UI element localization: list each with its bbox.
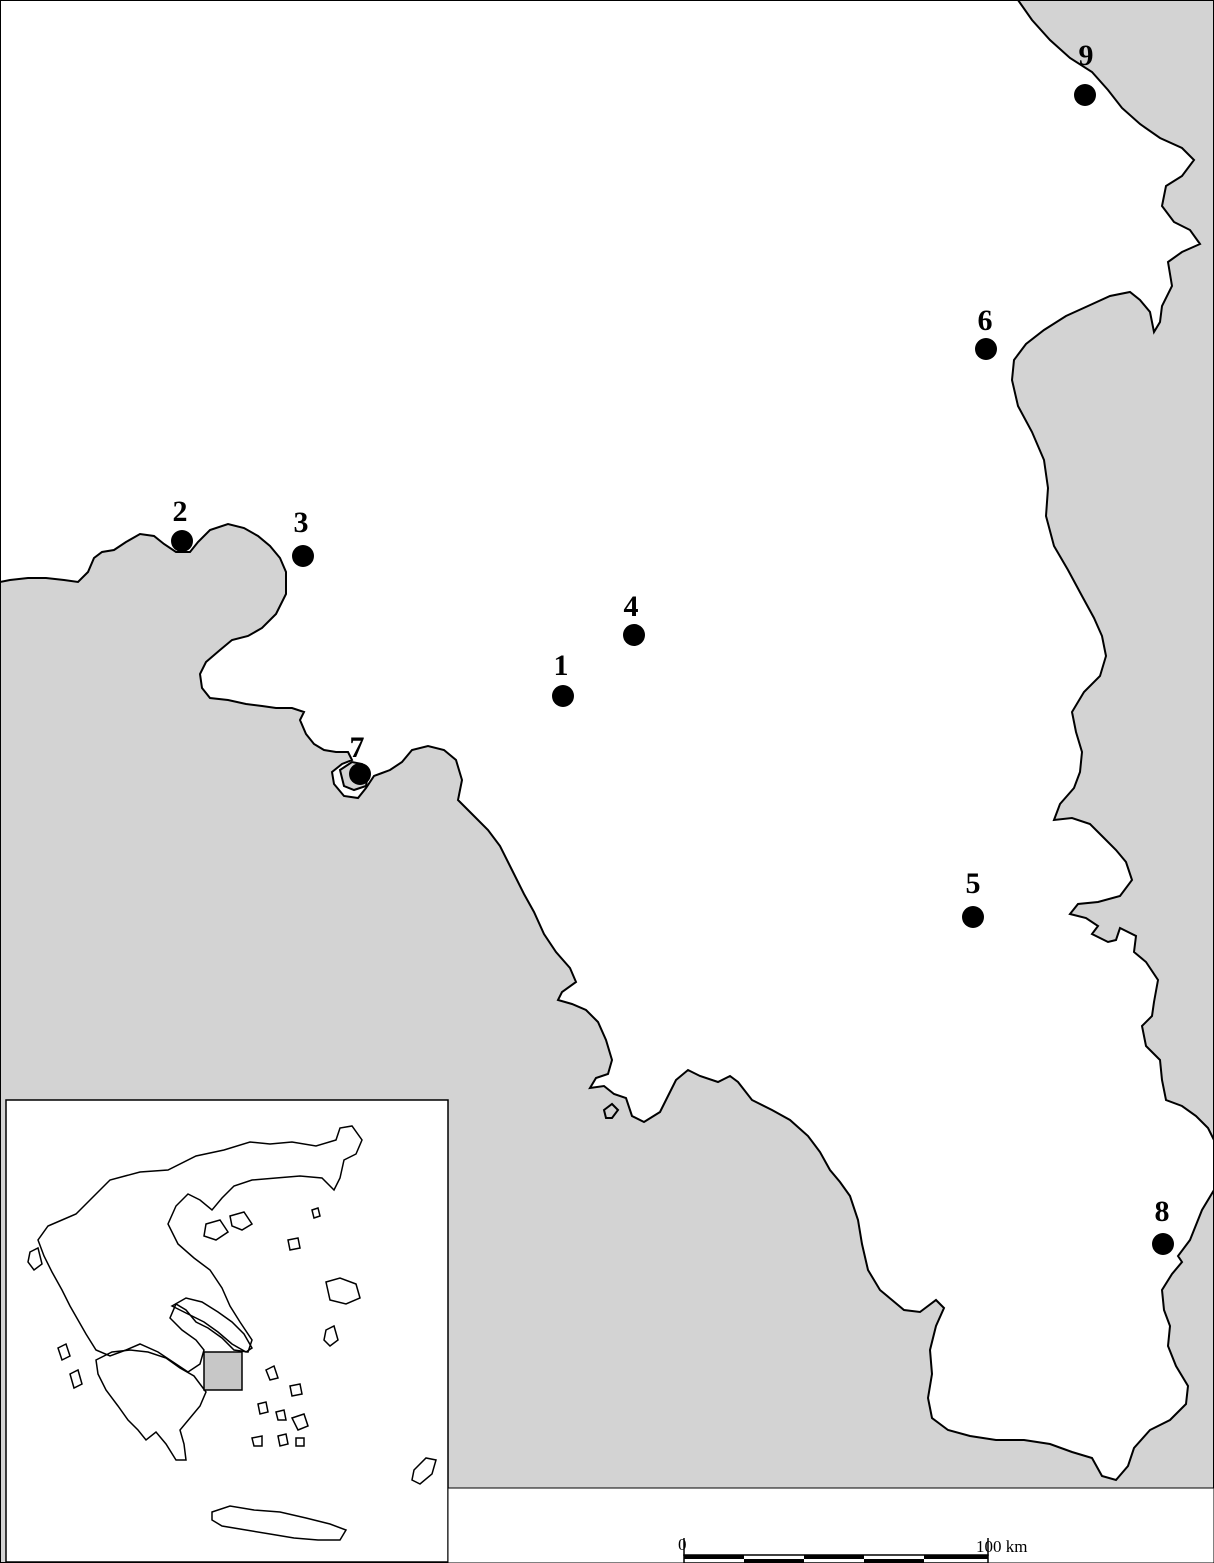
- scale-bar: 0 100 km: [447, 1487, 1214, 1563]
- inset-island: [295, 1437, 305, 1447]
- site-dot: [171, 530, 193, 552]
- site-label: 8: [1155, 1195, 1170, 1228]
- inset-study-area-box: [203, 1351, 243, 1391]
- site-dot: [975, 338, 997, 360]
- inset-euboea: [170, 1297, 253, 1353]
- site-marker-1: 1: [552, 649, 574, 707]
- islet: [602, 1102, 620, 1119]
- site-label: 2: [173, 495, 188, 528]
- site-marker-4: 4: [623, 590, 645, 646]
- site-dot: [962, 906, 984, 928]
- inset-crete: [211, 1505, 348, 1541]
- inset-island: [257, 1401, 269, 1415]
- inset-island: [251, 1435, 263, 1447]
- scale-segment: [924, 1555, 988, 1559]
- site-label: 9: [1079, 39, 1094, 72]
- inset-island: [275, 1409, 287, 1421]
- scale-bar-panel: [447, 1487, 1214, 1563]
- site-marker-8: 8: [1152, 1195, 1174, 1255]
- site-marker-5: 5: [962, 867, 984, 928]
- site-label: 7: [350, 731, 365, 764]
- inset-island: [325, 1277, 361, 1305]
- site-marker-3: 3: [292, 506, 314, 567]
- inset-island: [323, 1324, 339, 1347]
- inset-island: [287, 1237, 301, 1251]
- inset-island: [311, 1207, 321, 1219]
- inset-island: [411, 1457, 437, 1485]
- inset-island: [27, 1246, 43, 1272]
- site-marker-7: 7: [349, 731, 371, 785]
- site-dot: [349, 763, 371, 785]
- scale-segment: [864, 1559, 924, 1563]
- land-mass: [0, 0, 1214, 1482]
- inset-island: [69, 1368, 83, 1390]
- scale-segment: [684, 1555, 744, 1559]
- site-dot: [1152, 1233, 1174, 1255]
- scale-end-label: 100 km: [976, 1537, 1027, 1556]
- site-label: 3: [294, 506, 309, 539]
- inset-island: [289, 1383, 303, 1397]
- inset-peloponnese: [95, 1349, 207, 1461]
- inset-island: [277, 1433, 289, 1447]
- site-marker-9: 9: [1074, 39, 1096, 106]
- site-marker-2: 2: [171, 495, 193, 552]
- inset-island: [229, 1211, 254, 1231]
- site-label: 6: [978, 304, 993, 337]
- site-label: 4: [624, 590, 639, 623]
- site-dot: [292, 545, 314, 567]
- site-label: 1: [554, 649, 569, 682]
- inset-greece-mainland: [37, 1125, 363, 1373]
- inset-island: [203, 1219, 230, 1241]
- inset-island: [57, 1342, 71, 1362]
- site-dot: [623, 624, 645, 646]
- inset-frame: [5, 1099, 449, 1563]
- inset-island: [290, 1413, 309, 1431]
- scale-segment: [804, 1555, 864, 1559]
- sites-layer: 1 2 3 4 5 6 7 8 9: [171, 39, 1174, 1255]
- site-dot: [1074, 84, 1096, 106]
- inset-island: [265, 1364, 279, 1381]
- site-marker-6: 6: [975, 304, 997, 360]
- inset-map: [5, 1099, 449, 1563]
- scale-start-label: 0: [678, 1535, 687, 1554]
- scale-segment: [744, 1559, 804, 1563]
- site-label: 5: [966, 867, 981, 900]
- site-dot: [552, 685, 574, 707]
